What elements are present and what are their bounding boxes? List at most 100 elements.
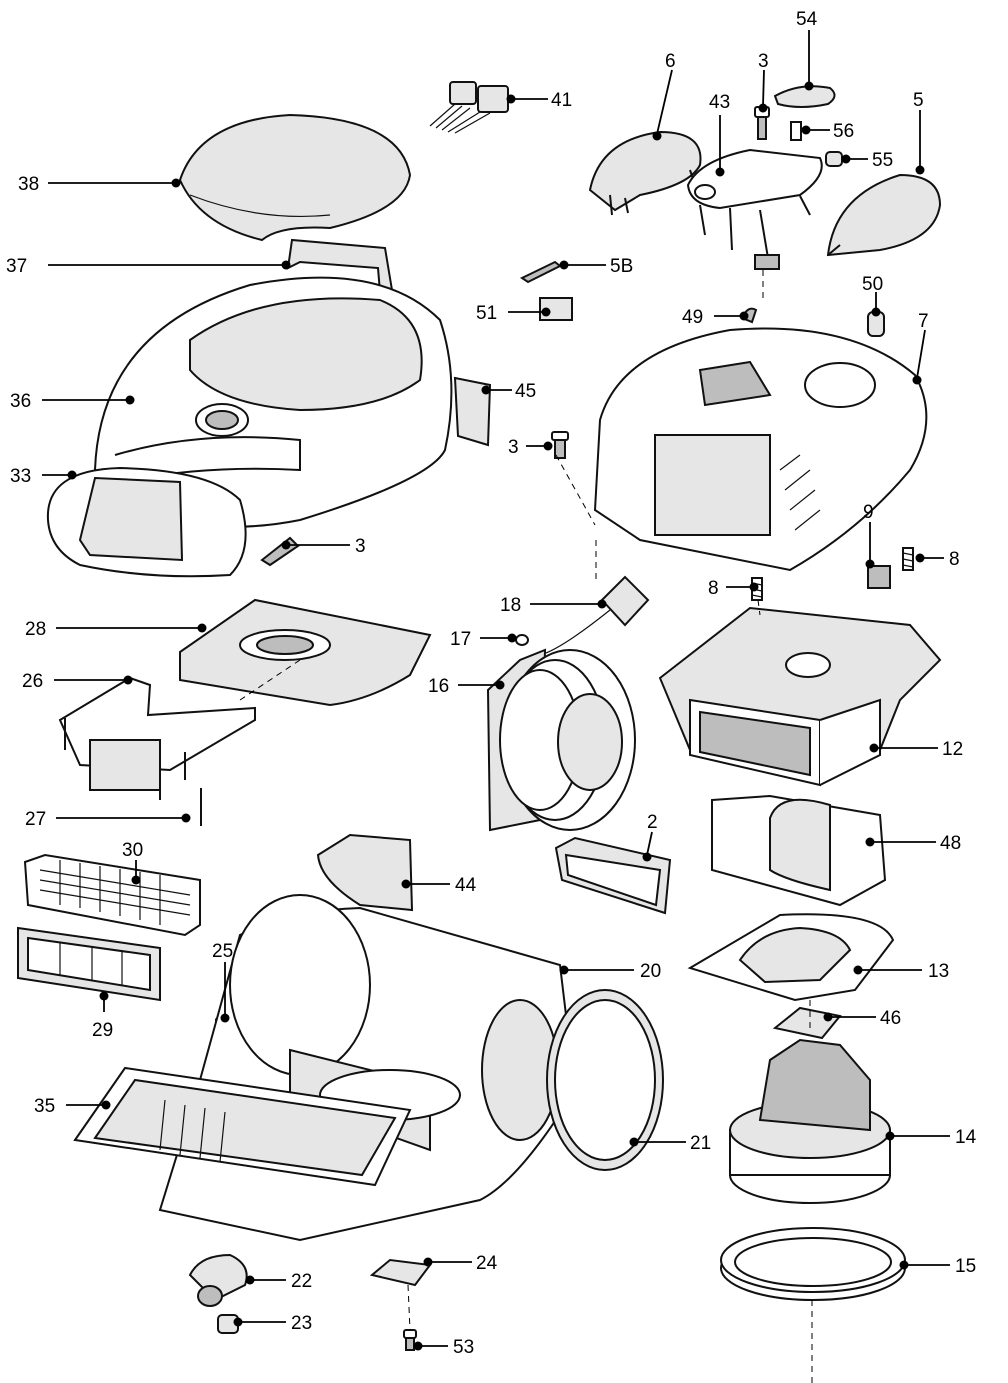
- callout-label: 3: [508, 437, 519, 458]
- callout-15: 15: [899, 1256, 976, 1277]
- part-3-screw-handle: [260, 536, 300, 567]
- callout-label: 46: [880, 1008, 901, 1029]
- callout-label: 48: [940, 833, 961, 854]
- callout-label: 54: [796, 9, 818, 30]
- part-48-motor-shroud: [711, 794, 887, 907]
- part-29-filter-frame: [17, 926, 161, 1002]
- callout-label: 45: [515, 381, 536, 402]
- part-8-spring-b: [902, 547, 914, 571]
- assembly-axes: [239, 270, 813, 1383]
- callout-label: 49: [682, 307, 703, 328]
- callout-14: 14: [885, 1127, 977, 1148]
- callout-38: 38: [18, 174, 181, 195]
- part-12-motor-housing: [658, 606, 942, 787]
- part-15-motor-ring: [720, 1227, 906, 1301]
- part-22-castor: [188, 1253, 248, 1307]
- callout-53: 53: [413, 1337, 474, 1358]
- callout-28: 28: [25, 619, 207, 640]
- callout-label: 35: [34, 1096, 55, 1117]
- part-16-cord-reel: [486, 648, 636, 832]
- callout-21: 21: [629, 1133, 711, 1154]
- callout-22: 22: [245, 1271, 312, 1292]
- part-44-chute: [316, 833, 414, 912]
- part-7-upper-housing: [593, 327, 928, 572]
- callout-label: 13: [928, 961, 949, 982]
- callout-5: 5: [913, 90, 925, 175]
- callout-9: 9: [863, 502, 875, 569]
- callout-3c: 3: [281, 536, 366, 557]
- callout-label: 25: [212, 941, 233, 962]
- part-21-wheel-cover: [546, 989, 664, 1171]
- callout-label: 41: [551, 90, 572, 111]
- callout-label: 12: [942, 739, 963, 760]
- callout-label: 28: [25, 619, 46, 640]
- callout-56: 56: [801, 121, 854, 142]
- callout-label: 3: [758, 51, 769, 72]
- callout-label: 37: [6, 256, 27, 277]
- callout-label: 53: [453, 1337, 474, 1358]
- callout-label: 17: [450, 629, 471, 650]
- callout-16: 16: [428, 676, 505, 697]
- callout-label: 8: [949, 549, 960, 570]
- callout-46: 46: [823, 1008, 901, 1029]
- callout-2: 2: [642, 812, 658, 862]
- part-18-cord-plug: [539, 575, 650, 656]
- part-38-lid: [178, 113, 412, 242]
- callout-26: 26: [22, 671, 133, 692]
- callout-label: 8: [708, 578, 719, 599]
- callout-18: 18: [500, 595, 607, 616]
- callout-49: 49: [682, 307, 749, 328]
- part-14-motor: [729, 1038, 891, 1204]
- callout-35: 35: [34, 1096, 111, 1117]
- callout-label: 30: [122, 840, 143, 861]
- callout-43: 43: [709, 92, 730, 177]
- callout-label: 27: [25, 809, 46, 830]
- callout-label: 51: [476, 303, 497, 324]
- callout-label: 5B: [610, 256, 633, 277]
- part-24-clip: [369, 1258, 432, 1287]
- callout-24: 24: [423, 1253, 498, 1274]
- callout-label: 43: [709, 92, 730, 113]
- part-5-cover: [826, 173, 942, 257]
- callout-41: 41: [506, 90, 572, 111]
- callout-44: 44: [401, 875, 477, 896]
- part-54-cap: [773, 85, 836, 108]
- callout-label: 22: [291, 1271, 312, 1292]
- part-41-wire-connector: [429, 81, 509, 134]
- callout-label: 29: [92, 1020, 113, 1041]
- callout-label: 9: [863, 502, 874, 523]
- callout-label: 33: [10, 466, 31, 487]
- callout-label: 16: [428, 676, 449, 697]
- callout-3a: 3: [758, 51, 769, 113]
- callout-55: 55: [841, 150, 893, 171]
- callout-label: 44: [455, 875, 477, 896]
- callout-8b: 8: [915, 549, 960, 570]
- callout-label: 3: [355, 536, 366, 557]
- callout-37: 37: [6, 256, 291, 277]
- callout-6: 6: [652, 51, 676, 141]
- callout-label: 5: [913, 90, 924, 111]
- callout-label: 56: [833, 121, 854, 142]
- callout-label: 18: [500, 595, 521, 616]
- callouts: 41 54 6 3 43 5 56 55: [6, 9, 977, 1358]
- callout-label: 6: [665, 51, 676, 72]
- callout-label: 14: [955, 1127, 977, 1148]
- callout-20: 20: [559, 961, 661, 982]
- part-9-switch: [867, 565, 891, 589]
- callout-label: 24: [476, 1253, 498, 1274]
- callout-label: 36: [10, 391, 31, 412]
- callout-29: 29: [92, 991, 113, 1041]
- callout-7: 7: [912, 311, 929, 385]
- part-36-upper-housing: [93, 276, 453, 528]
- part-53-screw: [403, 1329, 417, 1351]
- callout-33: 33: [10, 466, 77, 487]
- part-43-control-plate: [686, 148, 823, 271]
- callout-8a: 8: [708, 578, 759, 599]
- part-2-filter: [554, 836, 672, 915]
- callout-30: 30: [122, 840, 143, 885]
- callout-17: 17: [450, 629, 517, 650]
- callout-13: 13: [853, 961, 949, 982]
- part-56-spring: [790, 121, 802, 141]
- callout-5b: 5B: [559, 256, 633, 277]
